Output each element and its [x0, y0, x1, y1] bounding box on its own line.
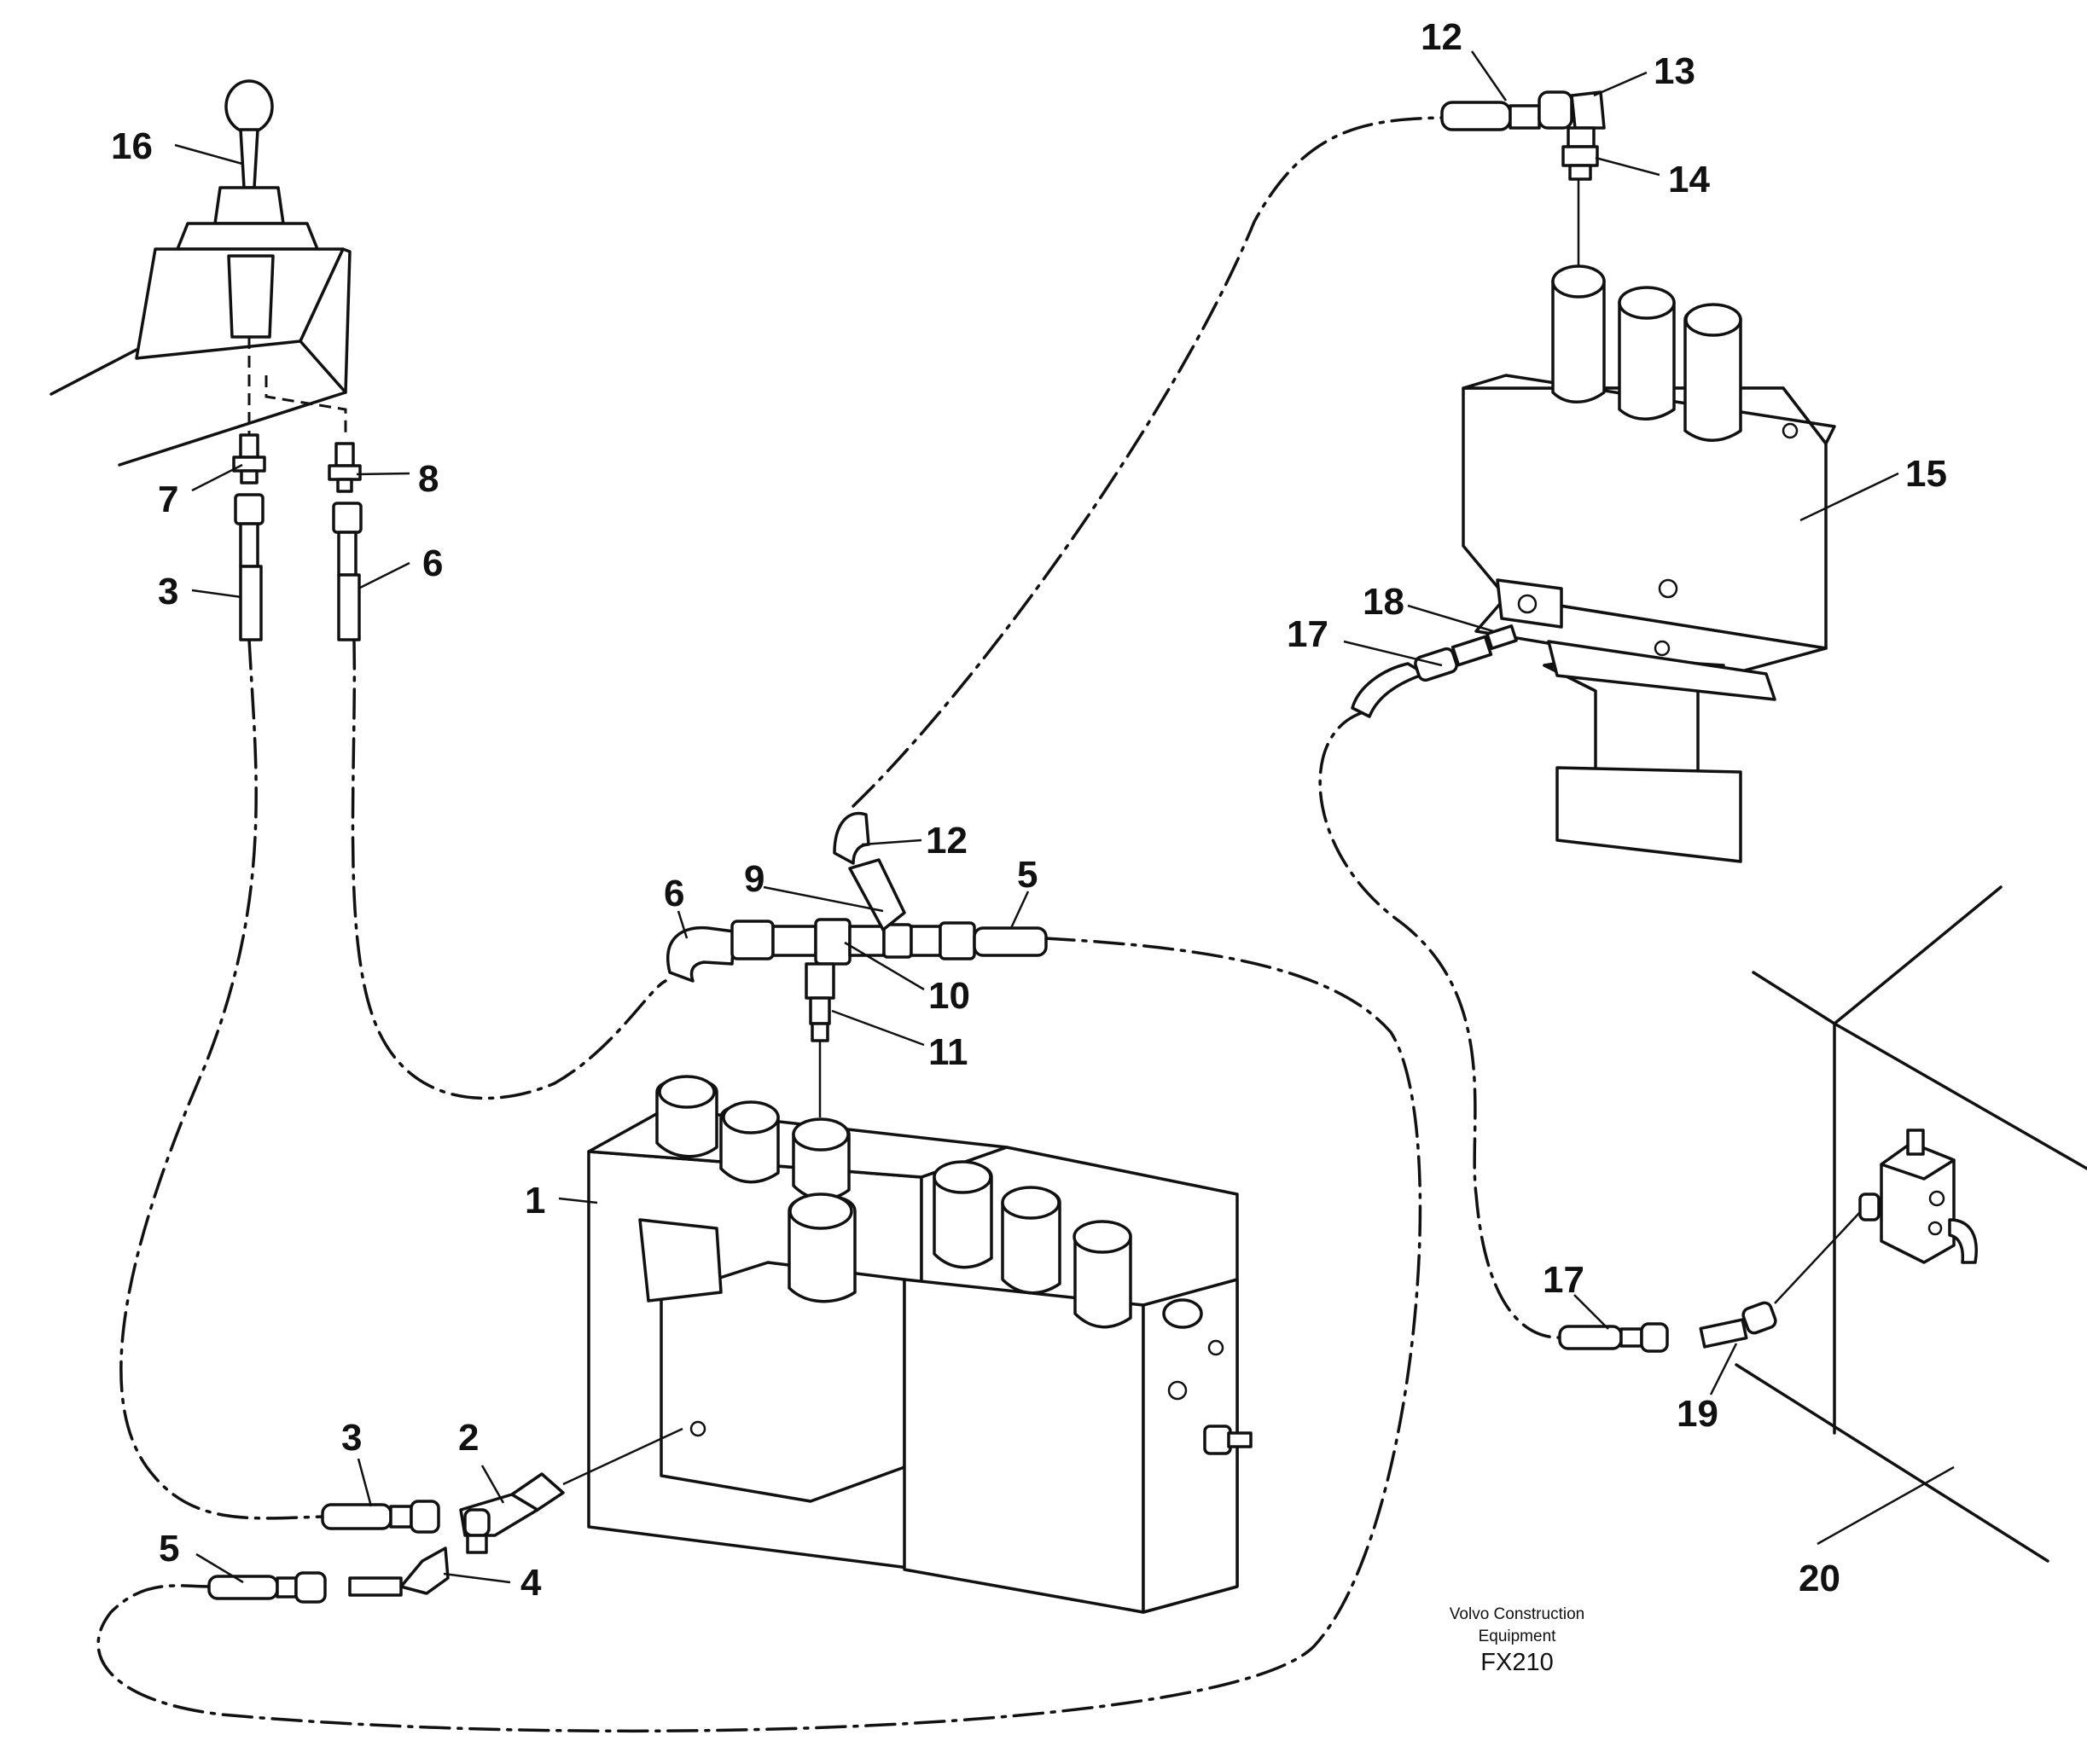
top-right-fittings [1440, 90, 1606, 181]
control-lever-16 [49, 79, 352, 467]
right-side-fittings [1351, 624, 1874, 1353]
callout-3-top: 3 [158, 571, 178, 612]
bottom-left-fittings [207, 1427, 683, 1604]
callout-10: 10 [928, 975, 970, 1017]
lever-boot [213, 186, 285, 225]
callout-17-bottom: 17 [1543, 1259, 1584, 1301]
callout-5-mid: 5 [1017, 854, 1038, 896]
callout-4: 4 [520, 1562, 542, 1604]
maker-name-line2: Equipment [1479, 1628, 1557, 1645]
drawing-code: FX210 [1480, 1649, 1553, 1676]
callout-5-bottom: 5 [159, 1528, 179, 1570]
lever-shaft [239, 128, 259, 189]
callout-16: 16 [111, 125, 153, 167]
callout-12-top: 12 [1421, 16, 1462, 58]
valve-block-15 [1462, 175, 1836, 863]
callout-7: 7 [158, 479, 178, 520]
hose-routes [96, 116, 1563, 1733]
footer-label: Volvo Construction Equipment FX210 [1450, 1605, 1584, 1676]
callout-3-bottom: 3 [341, 1417, 362, 1459]
hose-route-6 [351, 638, 667, 1100]
callout-6-mid: 6 [664, 873, 684, 914]
lever-knob [224, 79, 274, 134]
hose-route-5 [96, 937, 1422, 1733]
callout-labels: 16 7 8 3 6 1 3 2 5 4 6 9 12 5 10 11 12 1… [111, 16, 1947, 1604]
callout-14: 14 [1668, 159, 1710, 200]
tee-fitting-group [666, 811, 1048, 1117]
callout-17-top: 17 [1287, 613, 1328, 655]
leader-lines [174, 50, 1955, 1584]
callout-18: 18 [1363, 581, 1404, 623]
callout-11: 11 [928, 1031, 968, 1073]
valve-caps-1 [655, 1075, 1132, 1329]
lever-flange [176, 222, 319, 251]
lever-valve-body [227, 254, 275, 339]
lever-fittings [232, 433, 363, 641]
maker-name-line1: Volvo Construction [1450, 1605, 1584, 1623]
callout-8: 8 [418, 458, 439, 500]
callout-2: 2 [458, 1417, 479, 1459]
valve-block-1 [587, 1107, 1253, 1614]
hose-route-12 [852, 116, 1444, 808]
hose-route-3 [119, 638, 326, 1520]
callout-1: 1 [525, 1180, 545, 1221]
callout-6-top: 6 [422, 543, 443, 584]
callout-13: 13 [1654, 50, 1695, 92]
callout-15: 15 [1905, 453, 1947, 495]
callout-12-mid: 12 [926, 820, 968, 862]
callout-9: 9 [744, 858, 764, 900]
panel-20 [1735, 885, 2087, 1563]
callout-19: 19 [1677, 1393, 1718, 1435]
hose-route-17 [1318, 711, 1563, 1339]
callout-20: 20 [1799, 1558, 1840, 1599]
